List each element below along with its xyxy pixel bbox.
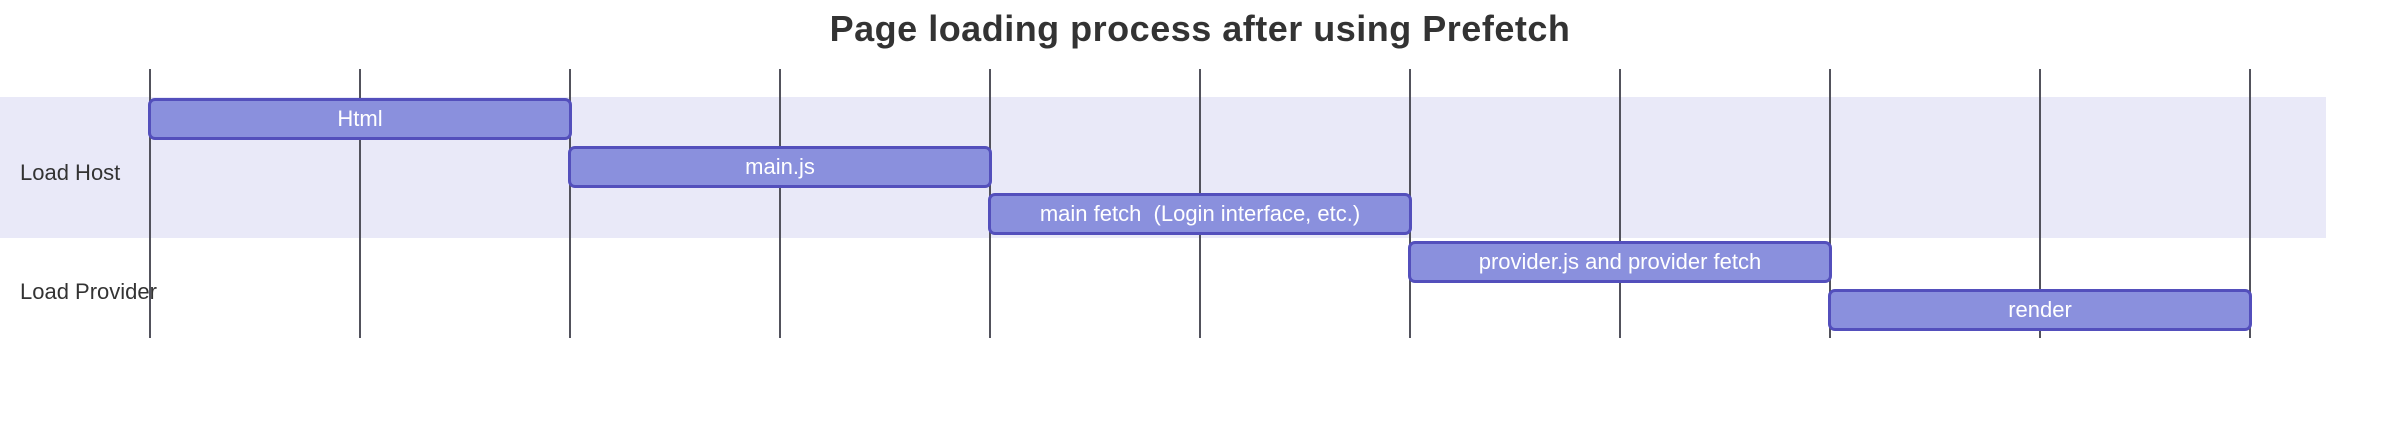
section-label-load-host: Load Host	[20, 160, 121, 185]
grid-line	[569, 69, 571, 338]
task-bar-main-js: main.js	[568, 146, 992, 188]
grid-line	[2249, 69, 2251, 338]
section-label-load-provider: Load Provider	[20, 279, 157, 304]
task-bar-provider-js-and-fetch: provider.js and provider fetch	[1408, 241, 1832, 283]
chart-title: Page loading process after using Prefetc…	[829, 8, 1571, 49]
grid-line	[359, 69, 361, 338]
grid-line	[1829, 69, 1831, 338]
grid-line	[1619, 69, 1621, 338]
grid-line	[2039, 69, 2041, 338]
grid-line	[779, 69, 781, 338]
task-bar-html: Html	[148, 98, 572, 140]
grid-line	[149, 69, 151, 338]
task-bar-main-fetch: main fetch (Login interface, etc.)	[988, 193, 1412, 235]
task-bar-render: render	[1828, 289, 2252, 331]
